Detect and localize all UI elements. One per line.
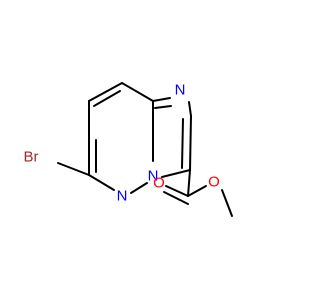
bond-c2-c3	[189, 115, 192, 171]
atom-label-o-carbonyl: O	[153, 175, 165, 192]
atom-labels: Br N N N O O	[24, 82, 220, 205]
bond-n4-n3	[130, 182, 148, 194]
bond-c9-c8	[121, 82, 154, 102]
bond-c5-n4	[88, 174, 115, 191]
molecule-structure: Br N N N O O	[24, 82, 233, 217]
atom-label-o-ester: O	[208, 174, 220, 191]
bond-c9-n1-inner	[154, 105, 172, 109]
bond-c8-c7	[88, 82, 123, 102]
atom-label-br: Br	[24, 149, 39, 166]
structure-canvas: Br N N N O O	[24, 82, 233, 217]
bond-group	[57, 82, 233, 217]
bond-c3-c-carbonyl	[187, 169, 191, 197]
bond-c5-br	[57, 162, 90, 176]
atom-label-n-imidazole: N	[175, 82, 186, 99]
bond-n1-c2	[188, 101, 192, 117]
atom-label-n-bridge: N	[148, 168, 159, 185]
bond-c3-n3	[161, 169, 191, 178]
bond-o-ester-methyl	[221, 189, 233, 217]
bond-c-carbonyl-o	[165, 185, 189, 197]
bond-c8-c7-inner	[93, 90, 121, 107]
bond-c-carbonyl-o-inner	[163, 191, 189, 205]
bond-c2-c3-inner	[181, 118, 184, 169]
atom-label-n-pyridazine: N	[117, 188, 128, 205]
bond-c-carbonyl-o-ester	[187, 185, 207, 197]
bond-c9-n1	[152, 97, 171, 102]
